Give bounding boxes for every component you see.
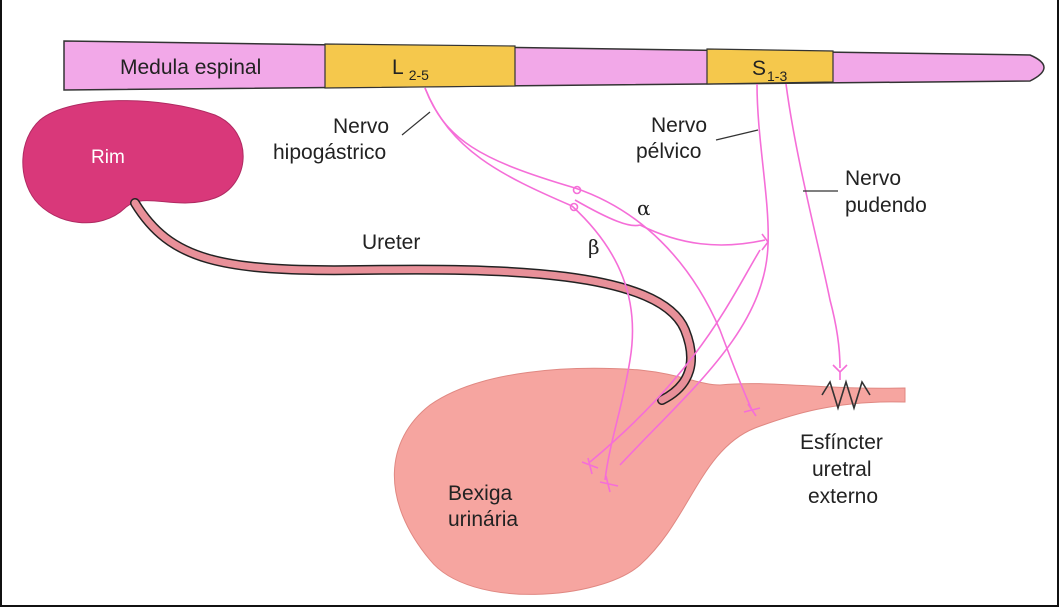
bladder-label-line2: urinária bbox=[448, 508, 518, 531]
spinal-cord-label: Medula espinal bbox=[120, 56, 261, 79]
pelvic-branch-ganglion bbox=[640, 225, 765, 245]
hypogastric-branch-lower bbox=[425, 88, 572, 206]
lumbar-letter: L bbox=[392, 56, 404, 79]
kidney-label: Rim bbox=[91, 147, 125, 168]
pelvic-branch-up bbox=[575, 200, 640, 226]
bladder: Bexiga urinária bbox=[394, 368, 905, 594]
hypogastric-nerve bbox=[425, 88, 575, 188]
pudendal-nerve bbox=[786, 84, 840, 368]
alpha-label: α bbox=[637, 196, 651, 220]
sacral-subscript: 1-3 bbox=[767, 68, 787, 84]
beta-label: β bbox=[588, 235, 600, 259]
hypogastric-label-line1: Nervo bbox=[333, 115, 389, 138]
hypogastric-label-line2: hipogástrico bbox=[273, 141, 386, 164]
sphincter-label-line3: externo bbox=[808, 485, 878, 508]
pelvic-leader bbox=[716, 130, 758, 140]
sphincter-label-line2: uretral bbox=[812, 458, 872, 481]
bladder-label-line1: Bexiga bbox=[448, 482, 513, 505]
spinal-cord: Medula espinal L 2-5 S1-3 bbox=[64, 41, 1044, 90]
hypogastric-leader bbox=[402, 112, 430, 135]
lumbar-subscript: 2-5 bbox=[409, 67, 429, 83]
pudendal-label-line1: Nervo bbox=[845, 167, 901, 190]
sphincter-label-line1: Esfíncter bbox=[800, 431, 883, 454]
pelvic-label-line2: pélvico bbox=[636, 140, 701, 163]
sacral-letter: S bbox=[752, 57, 766, 80]
ureter-label: Ureter bbox=[362, 231, 420, 254]
pudendal-label-line2: pudendo bbox=[845, 194, 927, 217]
pelvic-label-line1: Nervo bbox=[651, 114, 707, 137]
